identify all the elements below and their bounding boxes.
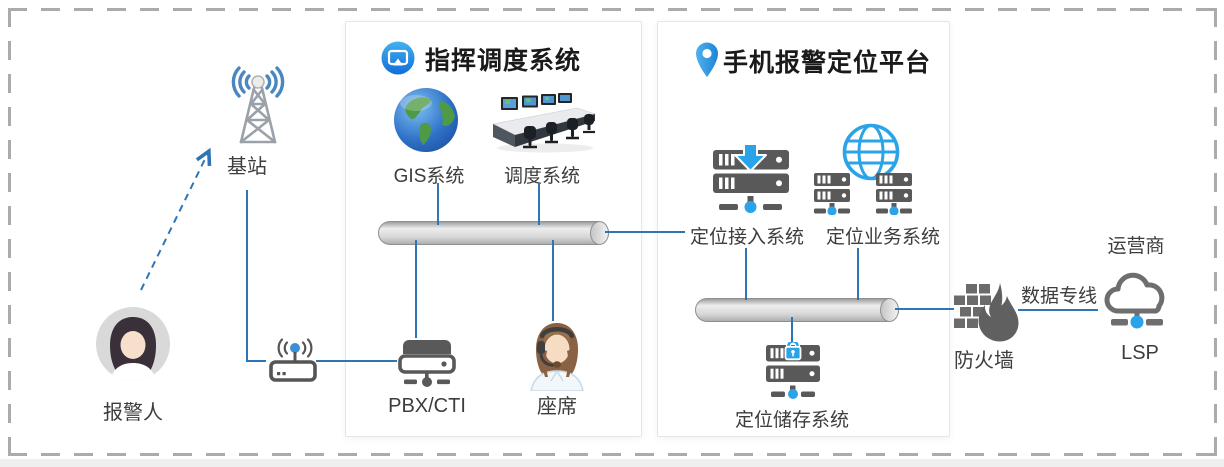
gis-label: GIS系统 (393, 166, 465, 187)
platform-panel: 手机报警定位平台 定位接入系统 (657, 21, 950, 437)
console-chairs (523, 114, 595, 149)
outer-border-left (8, 8, 11, 456)
dispatch-panel-title: 指挥调度系统 (425, 47, 582, 75)
flame-icon (978, 283, 1019, 342)
platform-panel-title: 手机报警定位平台 (723, 49, 932, 77)
business-globe-servers-icon (814, 123, 912, 215)
lsp-cloud-icon (1104, 272, 1165, 329)
router-icon (269, 338, 317, 382)
storage-label: 定位储存系统 (734, 410, 850, 431)
base-station-label: 基站 (227, 156, 267, 178)
outer-border-top (8, 8, 1214, 11)
outer-border-right (1214, 8, 1217, 456)
gis-globe-icon (394, 88, 458, 152)
base-station-icon (231, 66, 285, 144)
pbx-label: PBX/CTI (388, 395, 466, 417)
firewall-icon (954, 283, 1019, 342)
console-monitors (501, 93, 572, 110)
agent-icon (530, 323, 584, 391)
dispatch-console-image (492, 93, 597, 153)
outer-border-bottom (8, 453, 1214, 456)
platform-bus (695, 298, 899, 322)
bottom-strip (0, 459, 1224, 467)
pbx-server-icon (398, 340, 456, 387)
storage-server-icon (766, 342, 820, 399)
data-line-label: 数据专线 (1020, 286, 1098, 307)
carrier-label: 运营商 (1107, 236, 1165, 257)
agent-label: 座席 (537, 396, 577, 418)
lock-icon (784, 342, 802, 361)
dispatch-panel: 指挥调度系统 GIS系统 (345, 21, 642, 437)
dispatch-app-icon (381, 41, 415, 75)
lsp-label: LSP (1121, 342, 1159, 364)
business-label: 定位业务系统 (825, 227, 941, 248)
reporter-avatar-icon (96, 307, 170, 381)
access-server-icon (713, 143, 789, 213)
dispatch-system-label: 调度系统 (503, 166, 581, 187)
connector-reporter-basestation-dashed (140, 147, 212, 291)
connector-basestation-router (246, 190, 266, 362)
access-label: 定位接入系统 (689, 227, 805, 248)
reporter-label: 报警人 (103, 402, 163, 424)
firewall-label: 防火墙 (954, 350, 1014, 372)
download-arrow-icon (734, 143, 767, 172)
location-pin-icon (696, 42, 718, 77)
